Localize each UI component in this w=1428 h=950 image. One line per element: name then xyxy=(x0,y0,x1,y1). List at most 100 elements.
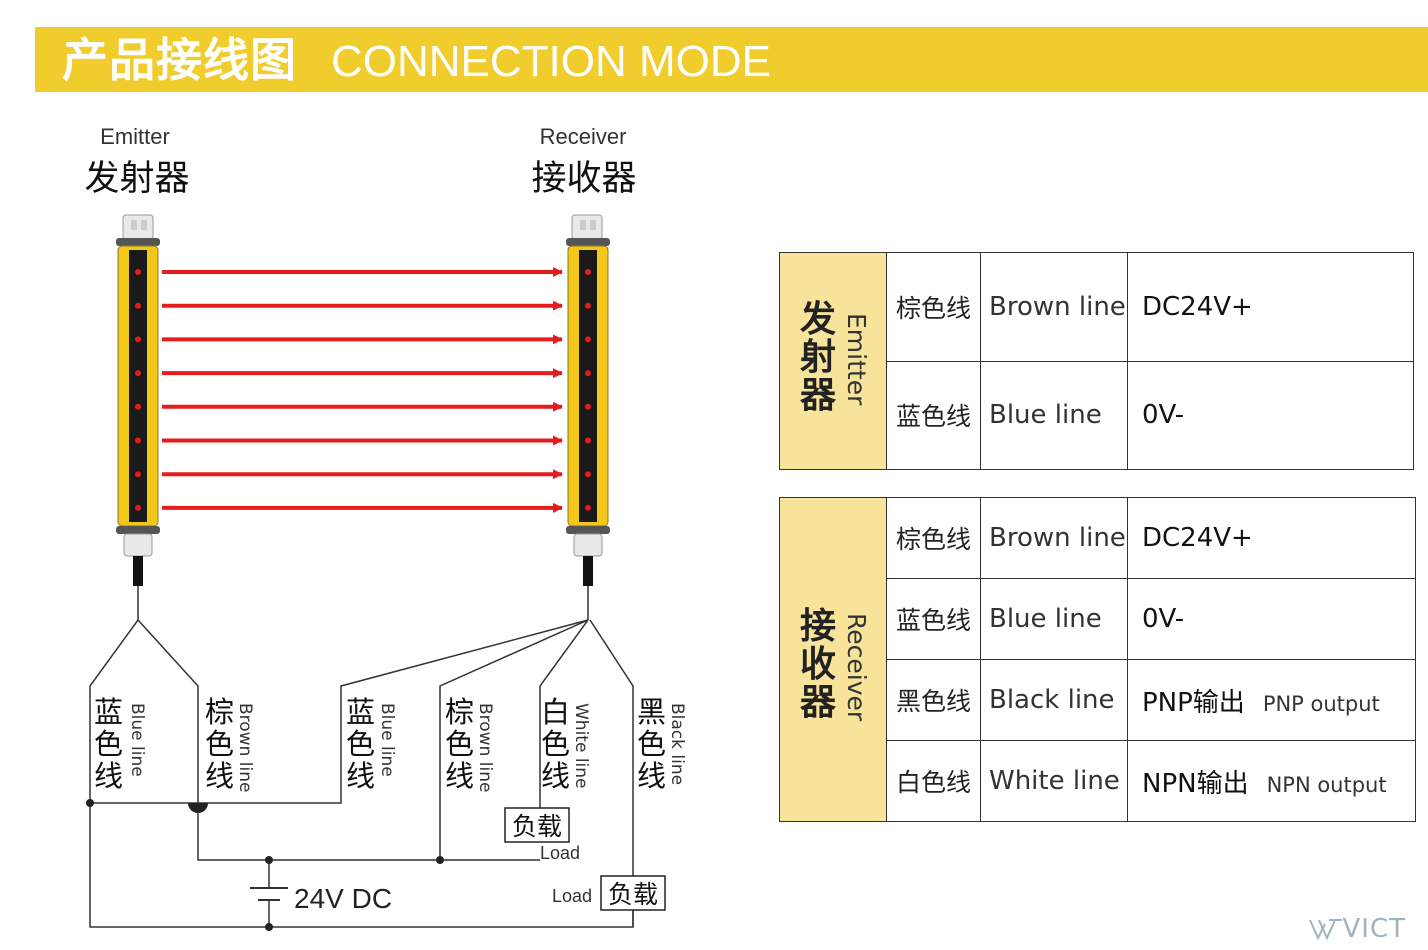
value-text: DC24V+ xyxy=(1142,291,1253,322)
logo-mark-icon xyxy=(1308,919,1342,941)
load-1-en: Load xyxy=(540,843,580,863)
wire-2-cn-1: 棕 xyxy=(205,695,234,729)
wire-5-cn-1: 白 xyxy=(541,695,570,729)
led-dot xyxy=(135,302,141,309)
receiver-table-title-en: Receiver xyxy=(842,613,871,722)
wire-6-en: Black line xyxy=(667,703,687,785)
cell-cn: 蓝色线 xyxy=(886,578,981,660)
cell-cn: 棕色线 xyxy=(886,252,981,362)
receiver-table-title-cn: 接收器 xyxy=(799,606,836,723)
led-dot xyxy=(585,504,591,511)
value-note: NPN output xyxy=(1266,772,1387,797)
wire-2-cn-2: 色 xyxy=(205,727,234,761)
receiver-device xyxy=(566,214,610,586)
load-2-en: Load xyxy=(552,886,592,906)
cell-value: 0V- xyxy=(1127,360,1414,470)
led-dot xyxy=(585,471,591,478)
title-cn: 产品接线图 xyxy=(62,33,297,87)
receiver-table-header: 接收器 Receiver xyxy=(779,497,887,822)
emitter-table-title-cn: 发射器 xyxy=(799,299,836,416)
value-text: DC24V+ xyxy=(1142,523,1253,553)
cell-en: Brown line xyxy=(980,252,1128,362)
wire-3-en: Blue line xyxy=(377,703,397,777)
cell-value: 0V- xyxy=(1127,578,1416,660)
led-dot xyxy=(585,269,591,275)
cell-cn: 蓝色线 xyxy=(886,360,981,470)
title-banner xyxy=(35,27,1428,92)
led-dot xyxy=(135,269,141,275)
load-2: 负载 Load xyxy=(552,875,666,911)
wiring-diagram: Emitter 发射器 Receiver 接收器 xyxy=(84,124,687,931)
wire-3-cn-3: 线 xyxy=(346,759,375,793)
wiring-lines xyxy=(89,586,634,928)
led-dot xyxy=(585,437,591,444)
junction-dots xyxy=(86,799,444,931)
emitter-leds xyxy=(135,269,141,511)
value-text: 0V- xyxy=(1142,400,1185,431)
cell-en: Blue line xyxy=(980,360,1128,470)
cell-en: Blue line xyxy=(980,578,1128,660)
load-1-cn: 负载 xyxy=(512,812,562,841)
emitter-table-header: 发射器 Emitter xyxy=(779,252,887,470)
emitter-label-en: Emitter xyxy=(100,124,170,149)
wire-2-en: Brown line xyxy=(235,703,255,792)
led-dot xyxy=(585,403,591,410)
page-title: 产品接线图 CONNECTION MODE xyxy=(62,30,771,92)
cell-value: DC24V+ xyxy=(1127,497,1416,579)
load-2-cn: 负载 xyxy=(608,880,658,909)
power-label: 24V DC xyxy=(294,883,392,914)
receiver-label-en: Receiver xyxy=(540,124,627,149)
wire-6-cn-1: 黑 xyxy=(637,695,666,729)
led-dot xyxy=(135,403,141,410)
brand-logo: VICT xyxy=(1308,914,1407,944)
wire-1-cn-3: 线 xyxy=(94,759,123,793)
wire-1-en: Blue line xyxy=(127,703,147,777)
cell-cn: 白色线 xyxy=(886,740,981,822)
led-dot xyxy=(135,370,141,377)
wire-5-cn-2: 色 xyxy=(541,727,570,761)
led-dot xyxy=(585,370,591,377)
emitter-device xyxy=(116,214,160,586)
led-dot xyxy=(135,504,141,511)
wire-6-cn-2: 色 xyxy=(637,727,666,761)
value-text: NPN输出 xyxy=(1142,768,1249,799)
value-text: 0V- xyxy=(1142,604,1185,634)
title-en: CONNECTION MODE xyxy=(331,37,771,86)
led-dot xyxy=(135,336,141,343)
receiver-table: 接收器 Receiver 棕色线 Brown line DC24V+ 蓝色线 B… xyxy=(779,497,1416,822)
emitter-table: 发射器 Emitter 棕色线 Brown line DC24V+ 蓝色线 Bl… xyxy=(779,252,1414,470)
cell-en: White line xyxy=(980,740,1128,822)
led-dot xyxy=(585,302,591,309)
wire-2-cn-3: 线 xyxy=(205,759,234,793)
receiver-leds xyxy=(585,269,591,511)
wire-4-cn-1: 棕 xyxy=(445,695,474,729)
wire-5-cn-3: 线 xyxy=(541,759,570,793)
wire-5-en: White line xyxy=(571,703,591,789)
wire-3-cn-2: 色 xyxy=(346,727,375,761)
wire-4-en: Brown line xyxy=(475,703,495,792)
cell-en: Brown line xyxy=(980,497,1128,579)
wire-4-cn-3: 线 xyxy=(445,759,474,793)
power-supply xyxy=(250,887,288,901)
value-text: PNP输出 xyxy=(1142,687,1245,718)
cell-cn: 棕色线 xyxy=(886,497,981,579)
wire-6-cn-3: 线 xyxy=(637,759,666,793)
receiver-label-cn: 接收器 xyxy=(531,159,636,199)
cell-cn: 黑色线 xyxy=(886,659,981,741)
wire-4-cn-2: 色 xyxy=(445,727,474,761)
emitter-label-cn: 发射器 xyxy=(84,159,189,199)
led-dot xyxy=(135,437,141,444)
emitter-table-title-en: Emitter xyxy=(842,313,871,406)
cell-en: Black line xyxy=(980,659,1128,741)
wire-3-cn-1: 蓝 xyxy=(346,695,375,729)
led-dot xyxy=(135,471,141,478)
load-1: 负载 Load xyxy=(504,807,580,863)
wire-1-cn-2: 色 xyxy=(94,727,123,761)
cell-value: DC24V+ xyxy=(1127,252,1414,362)
logo-text: VICT xyxy=(1342,914,1406,944)
wire-1-cn-1: 蓝 xyxy=(94,695,123,729)
led-dot xyxy=(585,336,591,343)
cell-value: NPN输出 NPN output xyxy=(1127,740,1416,822)
light-beams xyxy=(162,267,563,513)
